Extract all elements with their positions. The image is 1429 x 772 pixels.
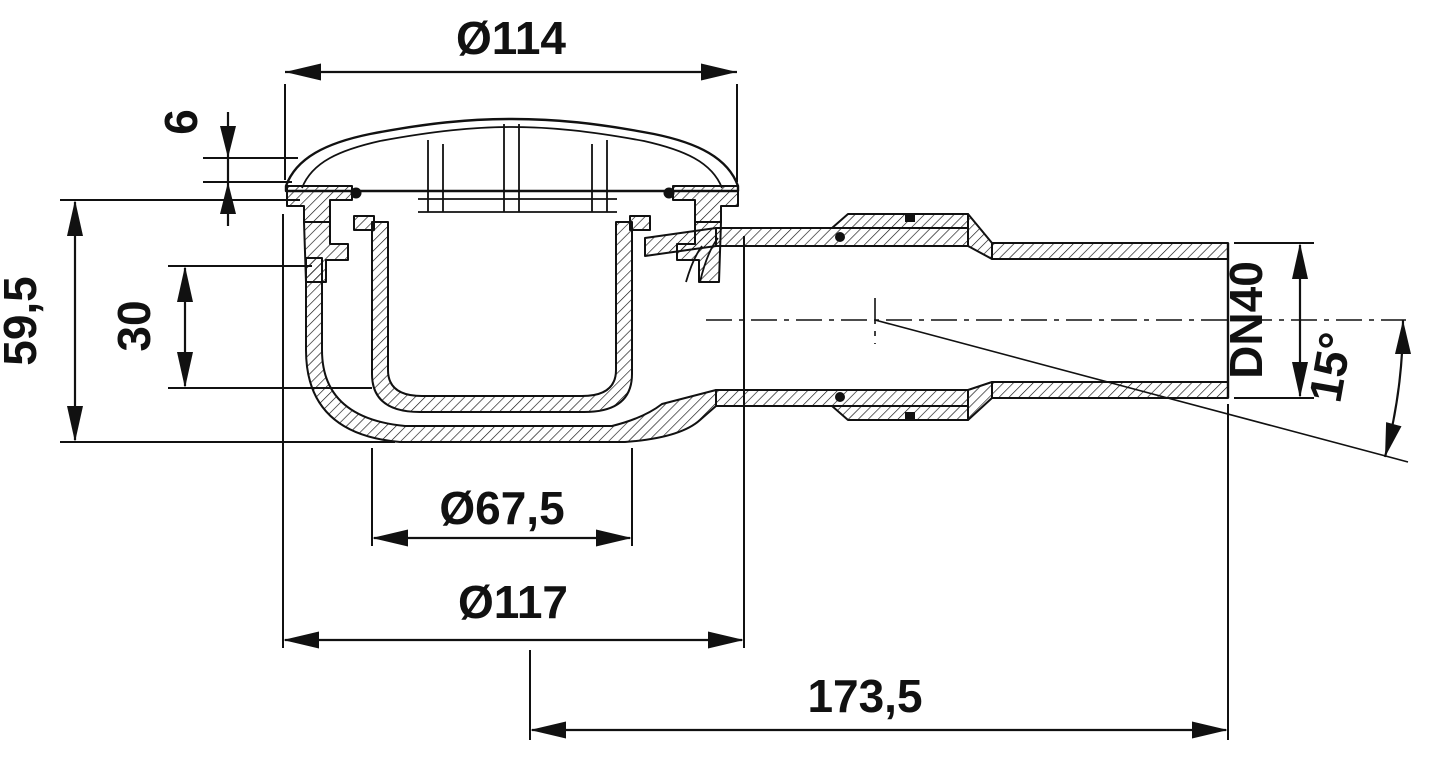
ext-line: [203, 157, 298, 183]
arrow-top: [220, 126, 236, 158]
ext-line: [168, 265, 372, 389]
arrow-left: [372, 529, 408, 547]
arrow-top: [1292, 243, 1308, 279]
seal-oring-right: [663, 187, 675, 199]
label-rim-height: 6: [155, 109, 207, 135]
dim-trap-depth: 30: [108, 265, 372, 389]
label-top-diameter: Ø114: [456, 12, 566, 64]
arrow-right: [596, 529, 632, 547]
dim-inner-diameter: Ø67,5: [371, 448, 633, 547]
ext-line: [1234, 242, 1314, 399]
pipe-top-wall: [991, 242, 1229, 260]
dim-outlet-length: 173,5: [529, 404, 1229, 740]
arrow-right: [1192, 721, 1228, 739]
label-inner-diameter: Ø67,5: [439, 482, 564, 534]
cup-rim-right: [629, 215, 651, 231]
ext-line: [529, 404, 1229, 740]
strainer-frame: [418, 124, 617, 213]
arrow-right: [708, 631, 744, 649]
arrow-bottom: [1385, 422, 1402, 457]
collar-top: [831, 213, 969, 229]
elbow-shoulder-lines: [685, 237, 719, 283]
flange-right-section: [672, 185, 739, 223]
ext-line: [284, 84, 738, 182]
flange-left-section: [286, 185, 353, 223]
socket-taper-top: [967, 213, 993, 260]
collar-clip-top: [905, 214, 915, 222]
arrow-right: [701, 63, 737, 81]
pipe-bottom-wall: [991, 381, 1229, 399]
label-outlet-dn: DN40: [1220, 261, 1272, 379]
label-overall-height: 59,5: [0, 276, 46, 366]
cup-rim-left: [353, 215, 375, 231]
dim-outlet-angle: 15°: [874, 319, 1411, 463]
dim-outlet-dn: DN40: [1220, 242, 1314, 399]
outlet-pipe: [644, 213, 1230, 421]
dome-inner-line: [301, 126, 723, 189]
trap-cup: [353, 215, 651, 413]
label-trap-depth: 30: [108, 300, 160, 351]
dome-outer-shell: [284, 117, 740, 193]
collar-clip-bottom: [905, 412, 915, 420]
arrow-top: [1395, 320, 1411, 354]
centerlines: [706, 298, 1406, 344]
socket-taper-bottom: [967, 381, 993, 421]
arrow-bottom: [1292, 362, 1308, 398]
arrow-bottom: [220, 182, 236, 214]
arrow-left: [283, 631, 319, 649]
strainer-struts: [418, 124, 617, 213]
dim-overall-height: 59,5: [0, 199, 395, 443]
arrow-bottom: [67, 406, 83, 442]
ext-line: [60, 199, 395, 443]
arrow-bottom: [177, 352, 193, 388]
label-outlet-angle: 15°: [1299, 328, 1362, 406]
seal-oring-left: [350, 187, 362, 199]
ext-line: [282, 214, 745, 648]
collar-bottom: [831, 405, 969, 421]
pipe-oring-bottom: [835, 392, 845, 402]
pipe-oring-top: [835, 232, 845, 242]
arrow-left: [285, 63, 321, 81]
label-body-diameter: Ø117: [458, 576, 568, 628]
cup-wall-section: [371, 221, 633, 413]
drain-body: [305, 257, 717, 443]
dim-top-diameter: Ø114: [284, 12, 738, 182]
ext-line: [371, 448, 633, 546]
cover-dome: [284, 117, 740, 193]
dim-rim-height: 6: [155, 109, 298, 226]
label-outlet-length: 173,5: [807, 670, 922, 722]
arrow-left: [530, 721, 566, 739]
angle-flank-line: [874, 319, 1409, 463]
arrow-top: [67, 200, 83, 236]
arrow-top: [177, 266, 193, 302]
bowl-wall-section: [305, 257, 717, 443]
dim-body-diameter: Ø117: [282, 214, 745, 649]
